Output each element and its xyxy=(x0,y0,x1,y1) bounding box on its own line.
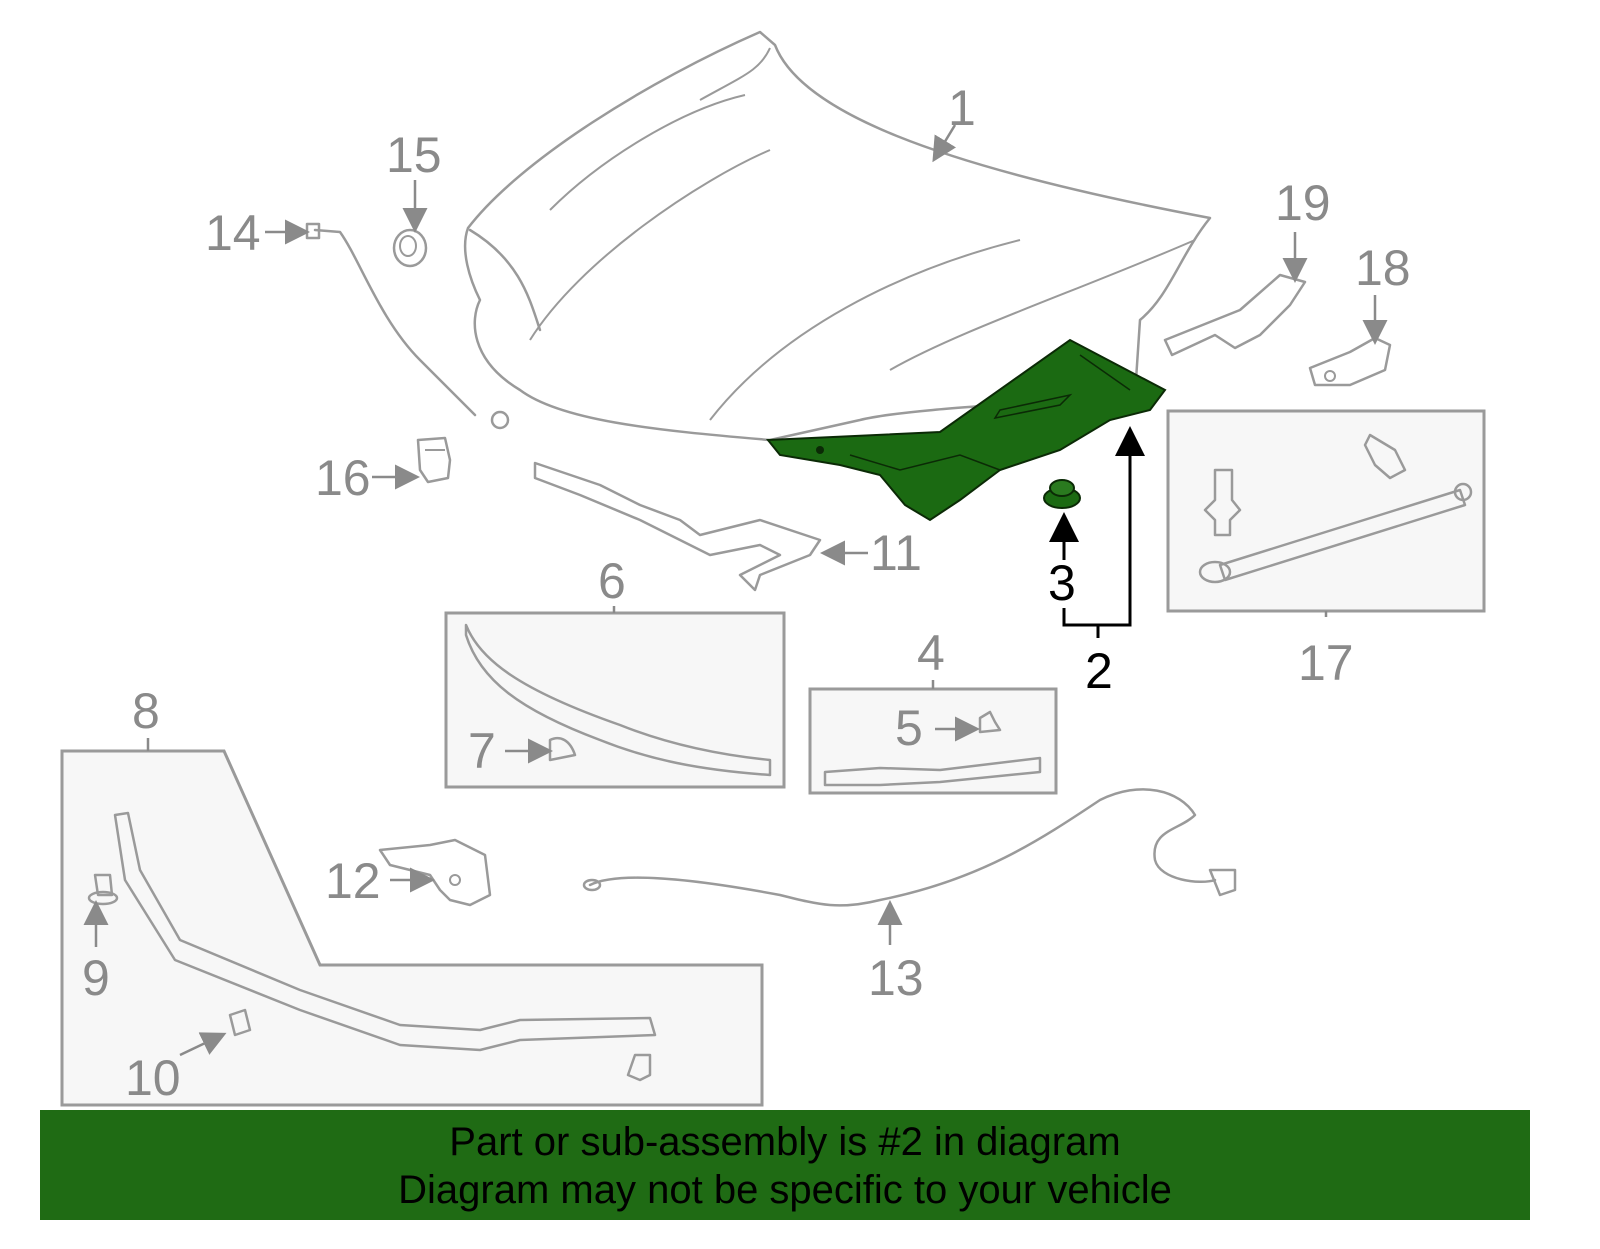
callout-6: 6 xyxy=(598,553,626,609)
hood-bumper-part xyxy=(392,228,428,268)
banner-line-disclaimer: Diagram may not be specific to your vehi… xyxy=(398,1168,1172,1212)
callout-17: 17 xyxy=(1298,635,1354,691)
bracket-part-18 xyxy=(1308,336,1392,387)
callout-1: 1 xyxy=(948,80,976,136)
callout-14: 14 xyxy=(205,205,261,261)
banner-line-part: Part or sub-assembly is #2 in diagram xyxy=(449,1120,1121,1164)
release-cable-part-13 xyxy=(582,788,1237,907)
callout-5: 5 xyxy=(895,700,923,756)
hood-insulator-part-highlighted xyxy=(765,338,1167,522)
latch-part-12 xyxy=(378,838,492,907)
callout-13: 13 xyxy=(868,950,924,1006)
callout-10: 10 xyxy=(125,1050,181,1106)
callout-12: 12 xyxy=(325,853,381,909)
callout-19: 19 xyxy=(1275,175,1331,231)
strut-kit-box-17 xyxy=(1166,409,1486,613)
release-cable-part xyxy=(305,222,510,430)
callout-2: 2 xyxy=(1085,643,1113,699)
grommet-part xyxy=(1043,479,1081,509)
bracket-part-11 xyxy=(533,461,822,592)
info-banner: Part or sub-assembly is #2 in diagram Di… xyxy=(40,1110,1530,1220)
callout-numbers: 1 2 3 4 5 6 7 8 9 10 11 12 13 14 15 16 1… xyxy=(82,80,1411,1106)
callout-16: 16 xyxy=(315,450,371,506)
seal-box-6 xyxy=(444,611,786,789)
callout-3: 3 xyxy=(1048,555,1076,611)
callout-15: 15 xyxy=(386,127,442,183)
callout-9: 9 xyxy=(82,950,110,1006)
callout-18: 18 xyxy=(1355,240,1411,296)
clip-part-16 xyxy=(416,436,452,484)
seal-box-4 xyxy=(808,687,1058,795)
support-box-8 xyxy=(60,749,764,1107)
callout-11: 11 xyxy=(870,525,922,581)
hinge-part-19 xyxy=(1163,273,1307,357)
callout-7: 7 xyxy=(468,723,496,779)
callout-4: 4 xyxy=(917,625,945,681)
callout-8: 8 xyxy=(132,683,160,739)
leader-lines xyxy=(83,124,1388,1057)
leader-lines-highlight xyxy=(1049,426,1145,638)
